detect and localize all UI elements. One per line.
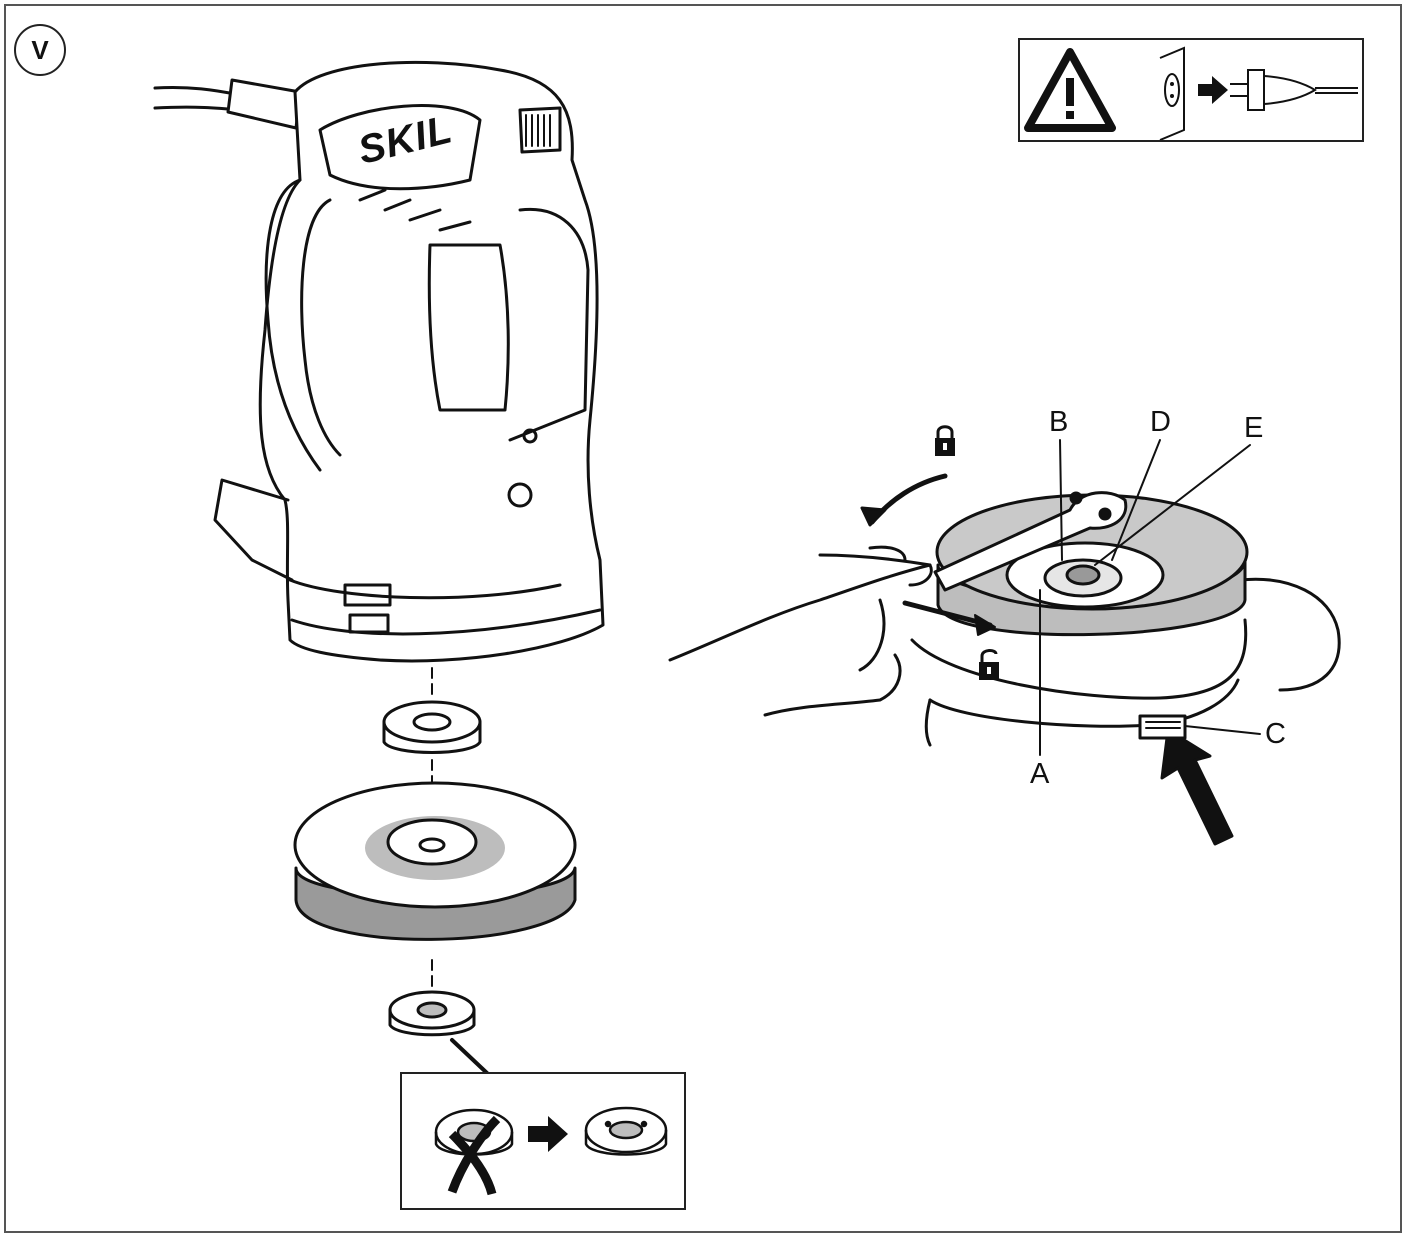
flange-orientation-inset xyxy=(400,1072,686,1210)
lock-closed-icon xyxy=(935,427,955,456)
arrow-right-icon xyxy=(1198,76,1228,104)
callout-a: A xyxy=(1030,760,1049,789)
callout-c: C xyxy=(1265,720,1286,749)
callout-b: B xyxy=(1049,408,1068,437)
inset-pointer xyxy=(452,1040,488,1074)
flange-nut-correct-icon xyxy=(586,1108,666,1155)
hand xyxy=(670,547,931,715)
unplug-warning-box xyxy=(1018,38,1364,142)
power-plug-icon xyxy=(1230,70,1358,110)
warning-triangle-icon xyxy=(1028,52,1112,128)
lock-open-icon xyxy=(979,650,999,680)
tighten-arrow xyxy=(872,476,945,522)
callout-d: D xyxy=(1150,408,1171,437)
callout-e: E xyxy=(1244,414,1263,443)
wall-socket-icon xyxy=(1160,48,1184,140)
clamp-nut xyxy=(390,992,474,1035)
power-cord xyxy=(155,80,300,128)
sanding-disc xyxy=(295,783,575,939)
backing-flange xyxy=(384,702,480,753)
arrow-right-icon xyxy=(528,1116,568,1152)
flange-nut-wrong-icon xyxy=(436,1110,512,1194)
push-button-arrow xyxy=(1162,730,1232,844)
